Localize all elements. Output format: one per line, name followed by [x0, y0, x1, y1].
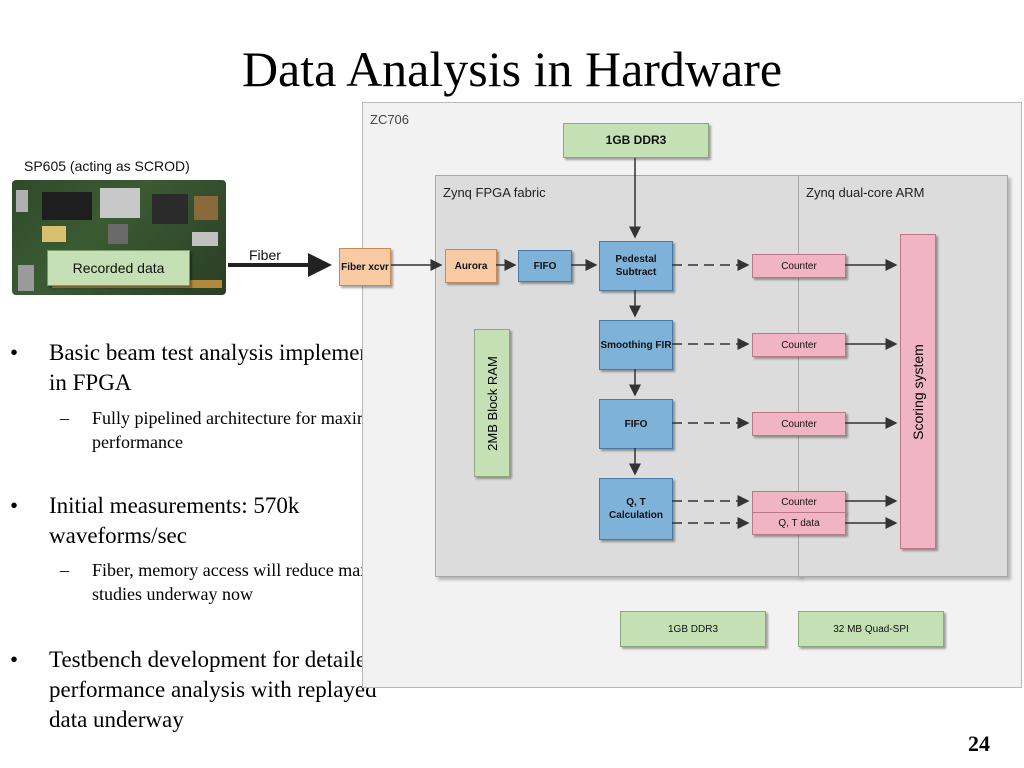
bullet-glyph: •	[10, 493, 19, 518]
arm-label: Zynq dual-core ARM	[806, 185, 925, 200]
smoothing-fir-box: Smoothing FIR	[599, 320, 673, 370]
sub-bullet-glyph: –	[60, 560, 69, 580]
aurora-box: Aurora	[445, 249, 497, 283]
fifo-middle-box: FIFO	[599, 399, 673, 449]
counter-box-1: Counter	[752, 254, 846, 278]
ddr3-bottom-box: 1GB DDR3	[620, 611, 766, 647]
sub-bullet-text: Fully pipelined architecture for maximum…	[92, 408, 394, 452]
fpga-fabric-label: Zynq FPGA fabric	[443, 185, 546, 200]
counter-box-3: Counter	[752, 412, 846, 436]
bullet-text: Initial measurements: 570k waveforms/sec	[49, 493, 300, 548]
board-label: SP605 (acting as SCROD)	[24, 158, 190, 174]
zc706-label: ZC706	[370, 112, 410, 127]
counter-box-2: Counter	[752, 333, 846, 357]
bullet-text: Testbench development for detailed perfo…	[49, 647, 378, 732]
ddr3-top-box: 1GB DDR3	[563, 123, 709, 158]
fiber-label: Fiber	[249, 247, 281, 263]
slide-number: 24	[968, 731, 990, 756]
quad-spi-box: 32 MB Quad-SPI	[798, 611, 944, 647]
block-ram-box: 2MB Block RAM	[474, 329, 510, 477]
recorded-data-box: Recorded data	[47, 250, 190, 286]
bullet-text: Basic beam test analysis implemented in …	[49, 340, 400, 395]
sub-bullet-text: Fiber, memory access will reduce max rat…	[92, 560, 406, 604]
fifo-input-box: FIFO	[518, 250, 572, 282]
sub-bullet-glyph: –	[60, 408, 69, 428]
qt-data-box: Q, T data	[752, 512, 846, 535]
pedestal-subtract-box: Pedestal Subtract	[599, 241, 673, 291]
slide-title: Data Analysis in Hardware	[241, 41, 783, 97]
fiber-xcvr-box: Fiber xcvr	[339, 248, 391, 286]
qt-calculation-box: Q, T Calculation	[599, 478, 673, 540]
bullet-glyph: •	[10, 340, 19, 365]
bullet-glyph: •	[10, 647, 19, 672]
scoring-system-box: Scoring system	[900, 234, 936, 549]
